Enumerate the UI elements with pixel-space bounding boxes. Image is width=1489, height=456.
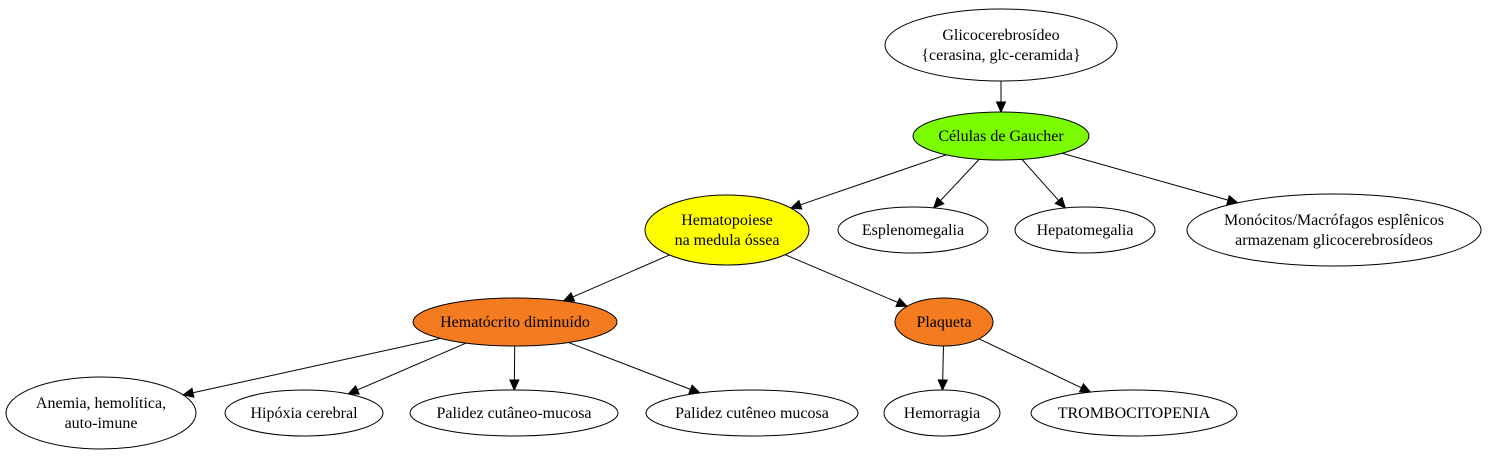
node-label: Hemorragia [904,405,980,422]
node-label: Monócitos/Macrófagos esplênicos [1224,212,1444,229]
arrowhead [347,384,360,395]
node-label: Plaqueta [916,314,971,331]
edge-gaucher-to-monocitos [1062,152,1239,206]
edges-layer [181,81,1239,398]
node-ellipse [883,389,1001,437]
node-ellipse [912,111,1090,161]
edge-plaqueta-to-trombo [978,338,1092,393]
node-label: Hematopoiese [681,212,773,229]
arrowhead [1054,196,1067,209]
node-ellipse [645,389,859,437]
edge-hemato-to-plaqueta [784,254,909,308]
node-hemorragia: Hemorragia [883,389,1001,437]
edge-line [572,254,670,298]
edge-line [940,158,980,201]
node-ellipse [409,389,619,437]
edge-plaqueta-to-hemorragia [937,345,949,392]
node-espleno: Esplenomegalia [837,206,989,254]
arrowhead [509,379,520,392]
node-trombo: TROMBOCITOPENIA [1030,389,1238,437]
node-label: na medula óssea [675,232,780,249]
node-hipoxia: Hipóxia cerebral [224,389,384,437]
node-label: auto-imune [65,415,138,432]
arrowhead [895,297,909,308]
edge-line [1062,152,1229,201]
node-glico: Glicocerebrosídeo {cerasina, glc-ceramida… [884,8,1118,82]
edge-line [800,154,947,206]
edge-line [942,345,944,381]
node-monocitos: Monócitos/Macrófagos esplênicos armazenam… [1186,193,1482,267]
edge-line [357,342,467,391]
node-palidez2: Palidez cutêneo mucosa [645,389,859,437]
node-label: armazenam glicocerebrosídeos [1235,232,1433,249]
node-ellipse [412,297,618,347]
node-ellipse [894,297,994,347]
edge-hematocrito-to-palidez1 [509,345,520,392]
edge-line [1021,158,1059,201]
arrowhead [995,101,1007,114]
node-ellipse [837,206,989,254]
node-ellipse [5,376,197,450]
node-ellipse [1030,389,1238,437]
arrowhead [932,196,945,209]
node-gaucher: Células de Gaucher [912,111,1090,161]
node-ellipse [884,8,1118,82]
nodes-layer: Glicocerebrosídeo {cerasina, glc-ceramida… [5,8,1482,450]
edge-gaucher-to-espleno [932,158,980,209]
node-label: Hipóxia cerebral [250,405,358,422]
node-ellipse [224,389,384,437]
arrowhead [181,387,195,398]
node-anemia: Anemia, hemolítica, auto-imune [5,376,197,450]
arrowhead [562,291,576,302]
node-label: Palidez cutâneo-mucosa [436,405,591,422]
edge-glico-to-gaucher [995,81,1007,114]
node-hepato: Hepatomegalia [1014,206,1156,254]
arrowhead [789,199,803,210]
arrowhead [1078,382,1092,393]
edge-line [192,337,441,394]
node-label: {cerasina, glc-ceramida} [921,47,1080,64]
node-hemato: Hematopoiese na medula óssea [644,194,810,266]
node-label: Células de Gaucher [938,128,1064,145]
edge-line [784,254,898,303]
node-label: Hematócrito diminuído [440,314,590,331]
node-label: Anemia, hemolítica, [36,395,166,412]
edge-hematocrito-to-anemia [181,337,441,398]
edge-line [978,338,1082,389]
node-hematocrito: Hematócrito diminuído [412,297,618,347]
node-label: TROMBOCITOPENIA [1058,405,1211,422]
node-ellipse [644,194,810,266]
edge-hematocrito-to-hipoxia [347,342,467,395]
node-ellipse [1186,193,1482,267]
node-label: Palidez cutêneo mucosa [675,405,829,422]
edge-gaucher-to-hemato [789,154,947,210]
edge-hemato-to-hematocrito [562,254,670,302]
edge-line [568,341,691,390]
arrowhead [937,379,949,392]
node-label: Esplenomegalia [862,222,964,239]
edge-hematocrito-to-palidez2 [568,341,701,395]
node-plaqueta: Plaqueta [894,297,994,347]
edge-gaucher-to-hepato [1021,158,1067,209]
node-label: Hepatomegalia [1037,222,1134,239]
node-label: Glicocerebrosídeo [942,27,1059,44]
node-palidez1: Palidez cutâneo-mucosa [409,389,619,437]
node-ellipse [1014,206,1156,254]
arrowhead [688,384,701,395]
